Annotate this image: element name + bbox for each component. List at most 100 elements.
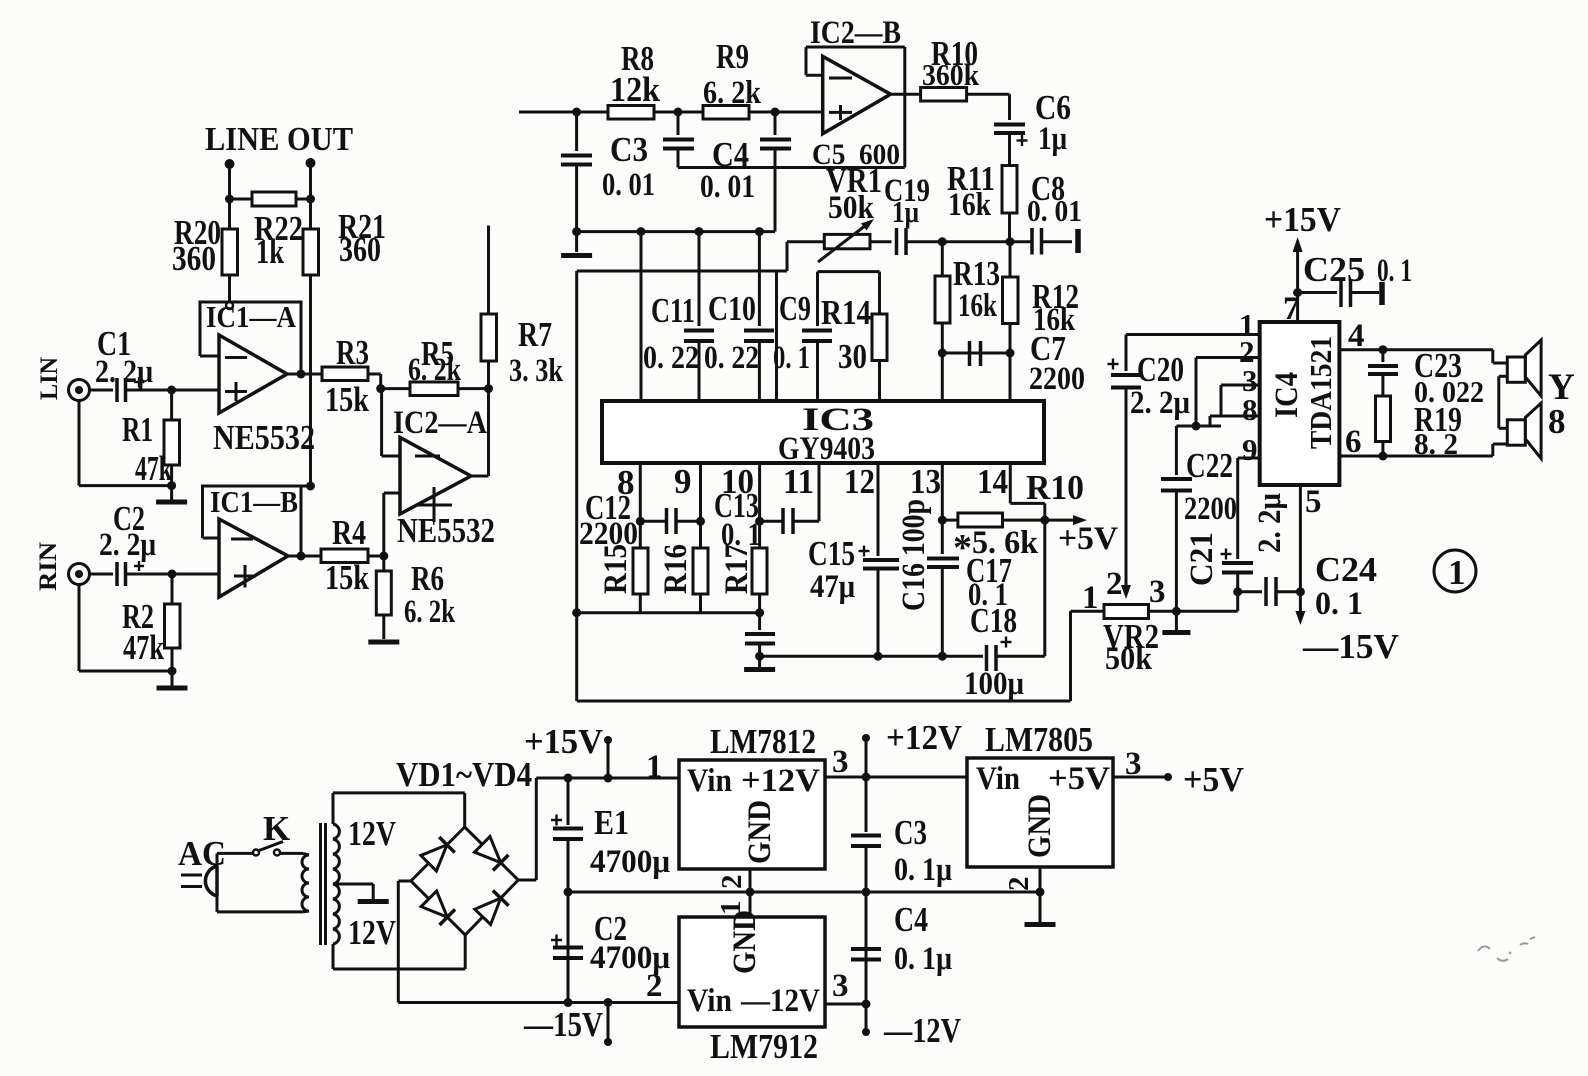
svg-text:47k: 47k — [135, 449, 172, 488]
svg-text:1: 1 — [1082, 580, 1099, 616]
svg-text:R11: R11 — [947, 159, 995, 198]
svg-text:R21: R21 — [338, 207, 386, 246]
svg-text:*: * — [953, 527, 972, 569]
svg-text:0. 01: 0. 01 — [602, 167, 655, 203]
svg-text:15k: 15k — [325, 558, 369, 597]
svg-text:50k: 50k — [828, 190, 875, 226]
svg-text:R19: R19 — [1414, 400, 1462, 439]
svg-text:1μ: 1μ — [892, 194, 919, 229]
svg-text:LIN: LIN — [36, 357, 63, 400]
svg-text:1: 1 — [1448, 553, 1466, 592]
svg-text:6: 6 — [1345, 424, 1362, 460]
svg-text:R7: R7 — [518, 315, 552, 354]
svg-text:2: 2 — [1003, 877, 1035, 892]
svg-text:+12V: +12V — [741, 763, 820, 799]
svg-text:C3: C3 — [894, 813, 927, 852]
svg-text:R14: R14 — [821, 293, 871, 332]
svg-text:IC2—B: IC2—B — [810, 15, 901, 51]
svg-text:5. 6k: 5. 6k — [972, 525, 1039, 561]
svg-text:360: 360 — [172, 239, 216, 278]
svg-text:R17: R17 — [719, 544, 755, 594]
svg-text:R1: R1 — [122, 410, 153, 449]
svg-text:C22: C22 — [1186, 446, 1233, 485]
svg-text:0. 22: 0. 22 — [704, 340, 759, 376]
svg-text:GND: GND — [727, 910, 763, 974]
svg-text:NE5532: NE5532 — [213, 418, 315, 457]
svg-text:TDA1521: TDA1521 — [1303, 336, 1338, 449]
svg-text:C12: C12 — [585, 488, 631, 527]
svg-text:30: 30 — [838, 337, 867, 376]
svg-text:9: 9 — [1242, 432, 1258, 467]
svg-text:2: 2 — [1106, 566, 1123, 602]
svg-text:3: 3 — [1149, 574, 1166, 610]
svg-text:4700μ: 4700μ — [590, 940, 670, 976]
svg-text:K: K — [263, 809, 290, 848]
svg-text:C23: C23 — [1414, 346, 1462, 385]
svg-text:C20: C20 — [1137, 350, 1184, 389]
svg-text:2. 2μ: 2. 2μ — [95, 354, 153, 390]
svg-text:8. 2: 8. 2 — [1414, 426, 1458, 461]
svg-text:2200: 2200 — [579, 516, 638, 552]
svg-text:C11: C11 — [651, 291, 695, 330]
svg-text:E1: E1 — [594, 803, 629, 842]
svg-text:C1: C1 — [97, 324, 131, 363]
svg-text:VD1~VD4: VD1~VD4 — [396, 755, 532, 794]
svg-text:IC1—A: IC1—A — [206, 299, 297, 334]
svg-text:+5V: +5V — [1048, 761, 1110, 797]
svg-text:2200: 2200 — [1029, 361, 1085, 397]
svg-text:3: 3 — [1125, 746, 1142, 782]
svg-text:R8: R8 — [621, 39, 654, 78]
svg-text:C7: C7 — [1030, 329, 1066, 368]
svg-text:R15: R15 — [598, 544, 634, 594]
svg-text:NE5532: NE5532 — [397, 511, 495, 550]
svg-text:0. 1: 0. 1 — [773, 340, 810, 376]
svg-text:GND: GND — [742, 800, 778, 864]
svg-text:IC4: IC4 — [1269, 372, 1305, 418]
svg-text:47μ: 47μ — [810, 569, 855, 605]
svg-text:360k: 360k — [922, 57, 980, 92]
svg-text:12V: 12V — [348, 913, 396, 952]
svg-text:8: 8 — [1242, 392, 1258, 427]
svg-text:C21: C21 — [1184, 532, 1220, 586]
svg-text:4: 4 — [1348, 318, 1365, 354]
svg-text:3: 3 — [832, 968, 849, 1004]
svg-text:R2: R2 — [122, 597, 154, 636]
svg-text:C8: C8 — [1031, 169, 1065, 208]
svg-text:0. 01: 0. 01 — [1027, 193, 1082, 228]
svg-text:R20: R20 — [174, 213, 221, 252]
svg-text:Vin: Vin — [687, 983, 732, 1019]
svg-text:2. 2μ: 2. 2μ — [1252, 493, 1288, 553]
svg-text:2: 2 — [646, 968, 663, 1004]
svg-text:—15V: —15V — [523, 1005, 603, 1044]
svg-text:12k: 12k — [610, 70, 660, 109]
svg-text:0. 22: 0. 22 — [643, 340, 699, 376]
svg-text:—15V: —15V — [1302, 627, 1399, 666]
svg-text:C25: C25 — [1303, 250, 1365, 289]
svg-text:R5: R5 — [421, 334, 454, 373]
svg-text:R10: R10 — [1026, 468, 1084, 507]
svg-text:10: 10 — [721, 462, 754, 501]
svg-text:9: 9 — [674, 462, 692, 501]
svg-text:C2: C2 — [594, 909, 627, 948]
svg-text:50k: 50k — [1105, 641, 1153, 677]
svg-text:C4: C4 — [712, 135, 749, 174]
svg-text:2200: 2200 — [1184, 491, 1237, 527]
svg-text:C4: C4 — [894, 900, 928, 939]
svg-text:C10: C10 — [708, 289, 756, 328]
svg-text:IC2—A: IC2—A — [393, 405, 487, 441]
svg-text:R6: R6 — [411, 559, 444, 598]
svg-text:16k: 16k — [948, 187, 992, 223]
svg-text:14: 14 — [977, 462, 1008, 501]
svg-text:GND: GND — [1022, 794, 1058, 858]
svg-text:0. 1: 0. 1 — [1377, 253, 1412, 289]
svg-text:8: 8 — [617, 463, 635, 502]
svg-text:R13: R13 — [953, 254, 1000, 293]
svg-text:3: 3 — [1242, 363, 1258, 398]
svg-text:R3: R3 — [336, 333, 369, 372]
svg-text:12: 12 — [844, 462, 875, 501]
svg-text:LM7912: LM7912 — [710, 1027, 818, 1066]
svg-text:C24: C24 — [1315, 550, 1377, 589]
svg-text:R4: R4 — [332, 513, 366, 552]
svg-text:C19: C19 — [884, 173, 930, 209]
svg-text:3: 3 — [832, 744, 849, 780]
